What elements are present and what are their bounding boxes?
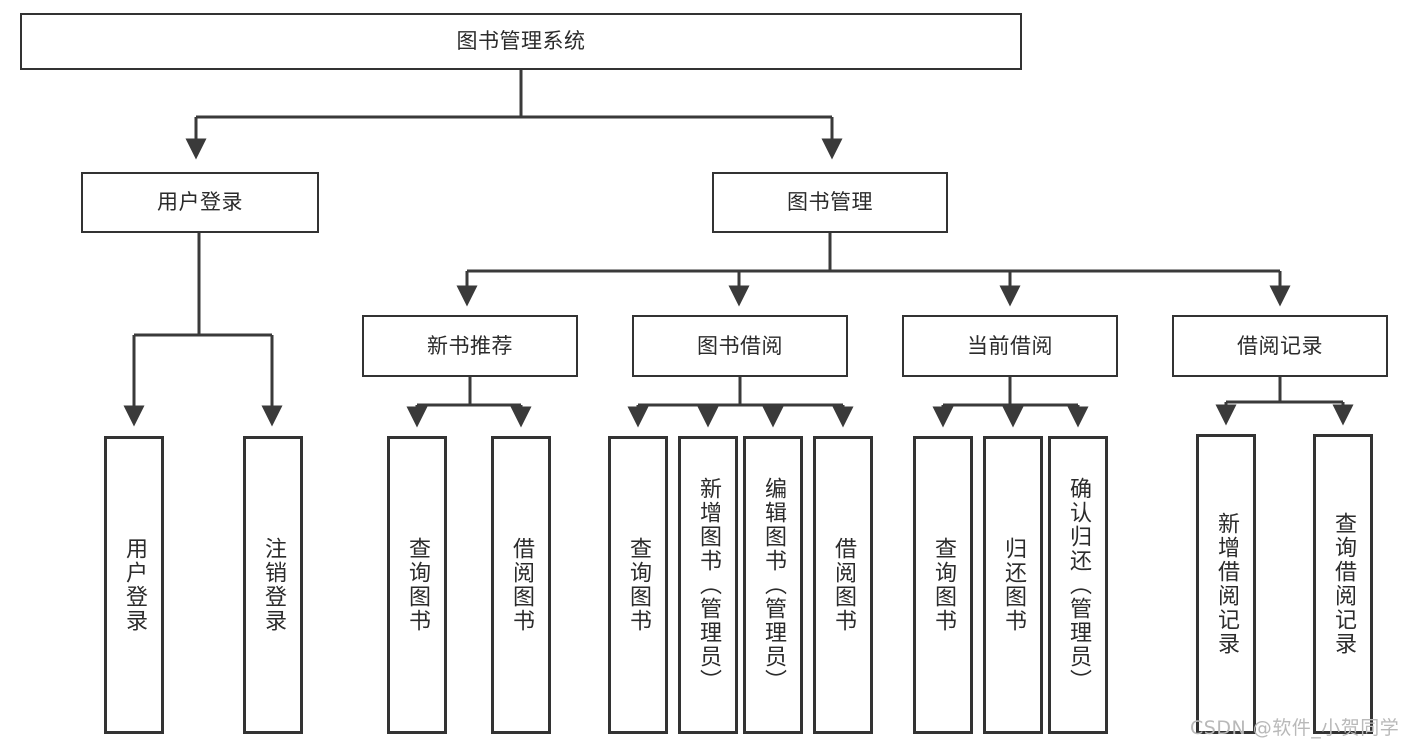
node-label: 新增图书（管理员）	[695, 477, 721, 693]
node-leaf-query-book-recommend[interactable]: 查询图书	[387, 436, 447, 734]
node-leaf-confirm-return-admin[interactable]: 确认归还（管理员）	[1048, 436, 1108, 734]
node-label: 归还图书	[1000, 537, 1026, 633]
node-label: 编辑图书（管理员）	[760, 477, 786, 693]
node-label: 图书借阅	[697, 333, 783, 358]
watermark-csdn: CSDN @软件_小贺同学	[1190, 717, 1400, 739]
node-label: 借阅记录	[1237, 333, 1323, 358]
node-label: 借阅图书	[508, 537, 534, 633]
node-label: 查询借阅记录	[1330, 512, 1356, 656]
node-current-borrow[interactable]: 当前借阅	[902, 315, 1118, 377]
node-label: 用户登录	[157, 190, 243, 215]
node-leaf-borrow-book-recommend[interactable]: 借阅图书	[491, 436, 551, 734]
node-new-book-recommend[interactable]: 新书推荐	[362, 315, 578, 377]
node-label: 当前借阅	[967, 333, 1053, 358]
node-leaf-borrow-book[interactable]: 借阅图书	[813, 436, 873, 734]
node-leaf-return-book[interactable]: 归还图书	[983, 436, 1043, 734]
node-label: 确认归还（管理员）	[1065, 477, 1091, 693]
node-label: 新书推荐	[427, 333, 513, 358]
node-book-borrow[interactable]: 图书借阅	[632, 315, 848, 377]
node-leaf-add-borrow-record[interactable]: 新增借阅记录	[1196, 434, 1256, 734]
node-label: 借阅图书	[830, 537, 856, 633]
node-root-system[interactable]: 图书管理系统	[20, 13, 1022, 70]
node-leaf-query-book-borrow[interactable]: 查询图书	[608, 436, 668, 734]
node-label: 用户登录	[121, 537, 147, 633]
node-leaf-logout[interactable]: 注销登录	[243, 436, 303, 734]
node-user-login[interactable]: 用户登录	[81, 172, 319, 233]
node-label: 查询图书	[930, 537, 956, 633]
node-leaf-query-borrow-record[interactable]: 查询借阅记录	[1313, 434, 1373, 734]
node-leaf-add-book-admin[interactable]: 新增图书（管理员）	[678, 436, 738, 734]
node-leaf-user-login[interactable]: 用户登录	[104, 436, 164, 734]
node-book-management[interactable]: 图书管理	[712, 172, 948, 233]
node-label: 图书管理	[787, 190, 873, 215]
node-leaf-edit-book-admin[interactable]: 编辑图书（管理员）	[743, 436, 803, 734]
node-leaf-query-book-current[interactable]: 查询图书	[913, 436, 973, 734]
node-label: 注销登录	[260, 537, 286, 633]
node-borrow-record[interactable]: 借阅记录	[1172, 315, 1388, 377]
node-label: 新增借阅记录	[1213, 512, 1239, 656]
node-label: 图书管理系统	[456, 29, 586, 54]
node-label: 查询图书	[625, 537, 651, 633]
node-label: 查询图书	[404, 537, 430, 633]
